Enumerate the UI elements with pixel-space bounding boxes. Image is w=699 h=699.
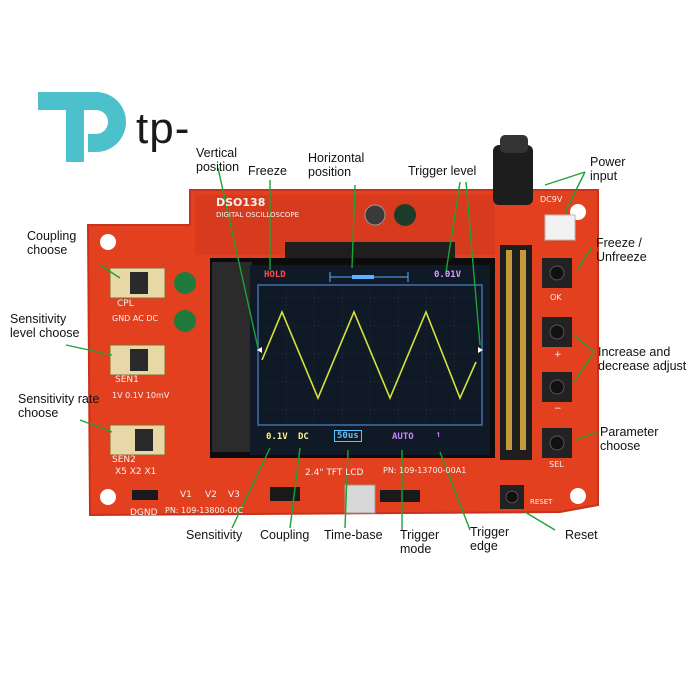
pin-v2: V2 xyxy=(205,490,217,500)
callout-freeze-unfreeze: Freeze / Unfreeze xyxy=(596,236,647,264)
logo-text: tp- xyxy=(136,104,191,153)
lcd-label: 2.4" TFT LCD xyxy=(305,468,364,478)
coupling-tag: CPL xyxy=(117,299,134,309)
vertical-position-marker xyxy=(257,347,262,353)
callout-coupling: Coupling xyxy=(260,528,310,542)
callout-trigger-edge: Trigger edge xyxy=(470,525,510,553)
horizontal-position-bar xyxy=(329,272,409,282)
pin-header xyxy=(500,245,532,460)
callout-reset: Reset xyxy=(565,528,598,542)
osd-trigger-level: 0.01V xyxy=(434,270,462,280)
sel-push-button[interactable] xyxy=(542,428,572,458)
screen-grid xyxy=(258,285,482,425)
callout-trigger-mode: Trigger mode xyxy=(400,528,440,556)
rate-positions: X5 X2 X1 xyxy=(115,467,157,477)
callout-increase-decrease: Increase and decrease adjust xyxy=(598,345,687,373)
tp-link-logo-icon xyxy=(38,92,126,162)
osd-trigger-mode: AUTO xyxy=(392,432,414,442)
trigger-level-marker xyxy=(478,347,483,353)
sensitivity-tag: SEN1 xyxy=(115,375,139,385)
pin-reset: RESET xyxy=(530,498,553,506)
plus-push-button[interactable] xyxy=(542,317,572,347)
osd-sensitivity: 0.1V xyxy=(266,432,288,442)
power-label: DC9V xyxy=(540,195,563,204)
callout-trigger-level: Trigger level xyxy=(408,164,477,178)
brand-logo: tp- xyxy=(36,82,189,162)
callout-time-base: Time-base xyxy=(324,528,383,542)
reset-push-button[interactable] xyxy=(500,485,524,509)
waveform-trace xyxy=(261,309,477,401)
callout-coupling-choose: Coupling choose xyxy=(27,229,77,257)
pin-v1: V1 xyxy=(180,490,192,500)
osd-trigger-edge: ↿ xyxy=(436,430,442,440)
sensitivity-positions: 1V 0.1V 10mV xyxy=(112,391,170,400)
button-plus-label: + xyxy=(554,350,562,360)
callout-sensitivity-rate-choose: Sensitivity rate choose xyxy=(18,392,100,420)
callout-sensitivity: Sensitivity xyxy=(186,528,243,542)
lcd-screen xyxy=(250,265,490,455)
callout-lines xyxy=(65,167,599,531)
pn-lcd: PN: 109-13700-00A1 xyxy=(383,466,467,475)
power-jack xyxy=(493,145,533,205)
freeze-push-button[interactable] xyxy=(542,258,572,288)
button-sel-label: SEL xyxy=(549,460,564,469)
button-ok-label: OK xyxy=(550,293,562,302)
coupling-positions: GND AC DC xyxy=(112,314,159,323)
callout-parameter-choose: Parameter choose xyxy=(600,425,659,453)
pin-dgnd: DGND xyxy=(130,508,158,518)
osd-coupling: DC xyxy=(298,432,309,442)
callout-freeze: Freeze xyxy=(248,164,287,178)
minus-push-button[interactable] xyxy=(542,372,572,402)
button-minus-label: − xyxy=(554,404,562,414)
callout-sensitivity-level-choose: Sensitivity level choose xyxy=(10,312,80,340)
pn-board: PN: 109-13800-00C xyxy=(165,506,244,515)
callout-power-input: Power input xyxy=(590,155,626,183)
osd-timebase: 50us xyxy=(334,430,362,442)
pin-v3: V3 xyxy=(228,490,240,500)
board-model: DSO138 xyxy=(216,196,266,209)
callout-horizontal-position: Horizontal position xyxy=(308,151,365,179)
rate-tag: SEN2 xyxy=(112,455,136,465)
osd-hold: HOLD xyxy=(264,270,286,280)
callout-vertical-position: Vertical position xyxy=(196,146,240,174)
board-subtitle: DIGITAL OSCILLOSCOPE xyxy=(216,211,300,219)
